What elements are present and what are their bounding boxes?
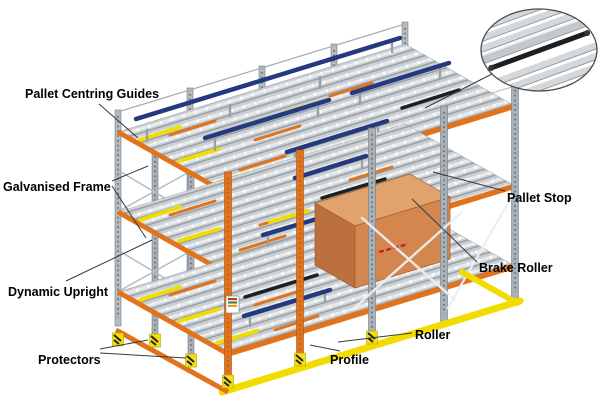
protector xyxy=(294,352,306,367)
inset-leader-line xyxy=(424,73,493,109)
protector xyxy=(222,374,234,389)
label-dynamic-upright: Dynamic Upright xyxy=(8,285,109,299)
top-rail-line xyxy=(117,23,406,113)
end-base-beam xyxy=(114,327,230,395)
leader-line xyxy=(98,103,139,139)
leader-line xyxy=(432,171,506,192)
label-galvanised-frame: Galvanised Frame xyxy=(3,180,111,194)
leader-line xyxy=(411,198,478,263)
pallet-centring-guides xyxy=(138,285,259,345)
floor-profile xyxy=(218,297,524,396)
end-beam xyxy=(116,289,230,357)
leader-line xyxy=(111,165,149,182)
box-logo-text xyxy=(378,242,409,254)
label-pallet-stop: Pallet Stop xyxy=(507,191,572,205)
floor-profile xyxy=(459,269,520,306)
pallet-stop-bar xyxy=(243,273,319,299)
cross-bracing xyxy=(350,194,514,312)
protector xyxy=(112,332,124,347)
pallet-stop-bar xyxy=(400,88,461,110)
label-roller: Roller xyxy=(415,328,451,342)
leader-line xyxy=(99,339,149,350)
front-uprights xyxy=(224,83,519,389)
leader-lines xyxy=(65,103,506,359)
label-brake-roller: Brake Roller xyxy=(479,261,553,275)
upright xyxy=(368,127,376,345)
upright xyxy=(114,109,122,327)
pallet-load-box xyxy=(314,173,451,289)
protector xyxy=(149,333,161,348)
leader-line xyxy=(65,239,153,282)
dynamic-upright xyxy=(224,171,232,389)
leader-line xyxy=(111,185,147,239)
inset-brake-roller xyxy=(481,15,593,71)
dynamic-upright xyxy=(296,149,304,367)
label-profile: Profile xyxy=(330,353,369,367)
location-label xyxy=(225,295,240,314)
orange-rollers xyxy=(168,81,374,172)
label-pallet-centring-guides: Pallet Centring Guides xyxy=(25,87,159,101)
labels: Pallet Centring Guides Galvanised Frame … xyxy=(3,87,572,367)
leader-line xyxy=(337,332,413,343)
protector xyxy=(185,353,197,368)
label-protectors: Protectors xyxy=(38,353,101,367)
leader-line xyxy=(309,344,341,352)
leader-line xyxy=(99,352,187,359)
guide-rails xyxy=(133,35,452,165)
